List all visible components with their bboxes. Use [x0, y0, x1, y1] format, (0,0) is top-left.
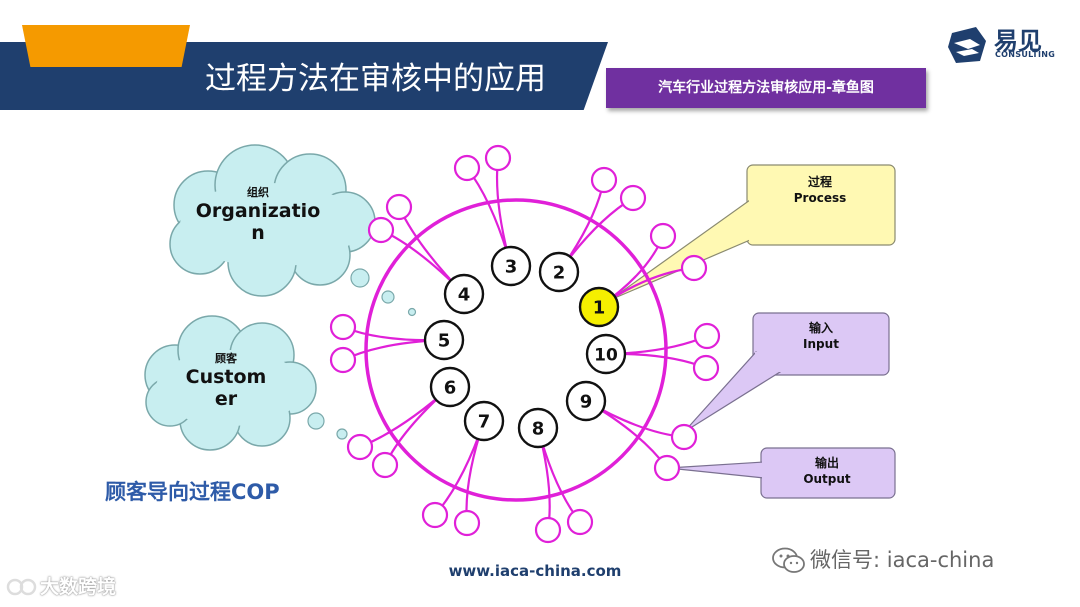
octopus-body-circle	[364, 198, 668, 502]
process-label-en: Process	[793, 191, 847, 205]
wechat-icon	[772, 547, 805, 573]
process-node-circle	[585, 333, 627, 375]
process-node-number: 7	[478, 412, 491, 433]
tentacle-bulb	[692, 354, 720, 382]
process-node-2: 2	[538, 251, 580, 293]
tentacle-bulb	[566, 508, 594, 536]
output-label-cn: 输出	[814, 456, 839, 470]
process-node-circle	[423, 319, 465, 361]
logo-mark-icon	[948, 27, 986, 63]
logo-name-en: CONSULTING	[995, 50, 1056, 59]
organization-label-en-1: Organizatio	[195, 200, 321, 222]
process-node-6: 6	[429, 366, 471, 408]
customer-label-en-1: Custom	[185, 366, 267, 388]
tentacle-bulb	[534, 516, 562, 544]
process-node-circle	[429, 366, 471, 408]
page-title: 过程方法在审核中的应用	[205, 61, 546, 97]
watermark-logo-icon	[6, 578, 37, 596]
process-node-7: 7	[463, 400, 505, 442]
process-node-number: 10	[594, 346, 618, 366]
process-node-circle	[538, 251, 580, 293]
wechat-id-text: 微信号: iaca-china	[810, 548, 995, 572]
tentacle-bulb	[385, 193, 413, 221]
process-node-3: 3	[490, 245, 532, 287]
cop-label: 顾客导向过程COP	[105, 480, 280, 504]
banner-accent-tab	[22, 25, 190, 67]
process-node-number: 1	[593, 298, 606, 319]
organization-label: 组织 Organizatio n	[188, 184, 328, 244]
thought-bubbles-organization	[350, 268, 417, 317]
tentacle-bulb	[693, 322, 721, 350]
process-node-circle	[578, 286, 620, 328]
tentacle-bulb	[329, 313, 357, 341]
process-node-number: 3	[505, 257, 518, 278]
process-node-circle	[443, 273, 485, 315]
input-label-en: Input	[803, 337, 839, 351]
process-node-circle	[565, 380, 607, 422]
input-label-cn: 输入	[808, 321, 833, 335]
process-node-10: 10	[585, 333, 627, 375]
tentacle-bulb	[484, 144, 512, 172]
tentacle-bulb	[367, 216, 395, 244]
organization-label-cn: 组织	[247, 186, 269, 199]
process-node-circle	[517, 407, 559, 449]
tentacle-bulb	[371, 451, 399, 479]
process-node-5: 5	[423, 319, 465, 361]
tentacle-bulb	[421, 501, 449, 529]
tentacle-bulb	[619, 184, 647, 212]
process-node-circle	[463, 400, 505, 442]
process-node-1: 1	[578, 286, 620, 328]
tentacle-bulb	[346, 433, 374, 461]
process-node-number: 8	[532, 419, 545, 440]
company-logo: 易见 CONSULTING	[946, 23, 1062, 67]
process-label-cn: 过程	[807, 175, 832, 189]
customer-label-cn: 顾客	[215, 352, 237, 365]
customer-cloud	[144, 315, 317, 451]
process-node-number: 5	[438, 331, 451, 352]
process-node-4: 4	[443, 273, 485, 315]
output-callout	[667, 447, 896, 499]
process-node-number: 4	[458, 285, 471, 306]
tentacle-bulb	[649, 222, 677, 250]
output-label-en: Output	[803, 472, 851, 486]
website-link[interactable]: www.iaca-china.com	[448, 562, 622, 580]
organization-label-en-2: n	[251, 222, 265, 244]
tentacle-bulb	[653, 454, 681, 482]
tentacle-bulb	[590, 166, 618, 194]
process-node-number: 2	[553, 263, 566, 284]
process-node-number: 6	[444, 378, 457, 399]
watermark-text: 大数跨境	[40, 576, 117, 598]
input-label: 输入 Input	[756, 320, 886, 352]
tentacle-bulb	[453, 509, 481, 537]
organization-cloud	[169, 144, 376, 297]
tentacle-bulb	[329, 346, 357, 374]
process-nodes: 1 2 3 4 5 67 8 9 10	[423, 245, 627, 449]
process-label: 过程 Process	[750, 174, 890, 206]
tentacle-bulb	[453, 154, 481, 182]
process-node-circle	[490, 245, 532, 287]
tentacle-bulb	[670, 423, 698, 451]
process-node-9: 9	[565, 380, 607, 422]
input-callout	[683, 312, 890, 433]
process-node-8: 8	[517, 407, 559, 449]
tentacle-bulb	[680, 254, 708, 282]
process-node-number: 9	[580, 392, 593, 413]
customer-label-en-2: er	[214, 388, 238, 410]
customer-label: 顾客 Custom er	[170, 350, 282, 410]
subtitle-badge: 汽车行业过程方法审核应用-章鱼图	[606, 68, 926, 108]
logo-name-cn: 易见	[994, 27, 1042, 55]
octopus-tentacles	[329, 144, 721, 544]
output-label: 输出 Output	[762, 455, 892, 487]
